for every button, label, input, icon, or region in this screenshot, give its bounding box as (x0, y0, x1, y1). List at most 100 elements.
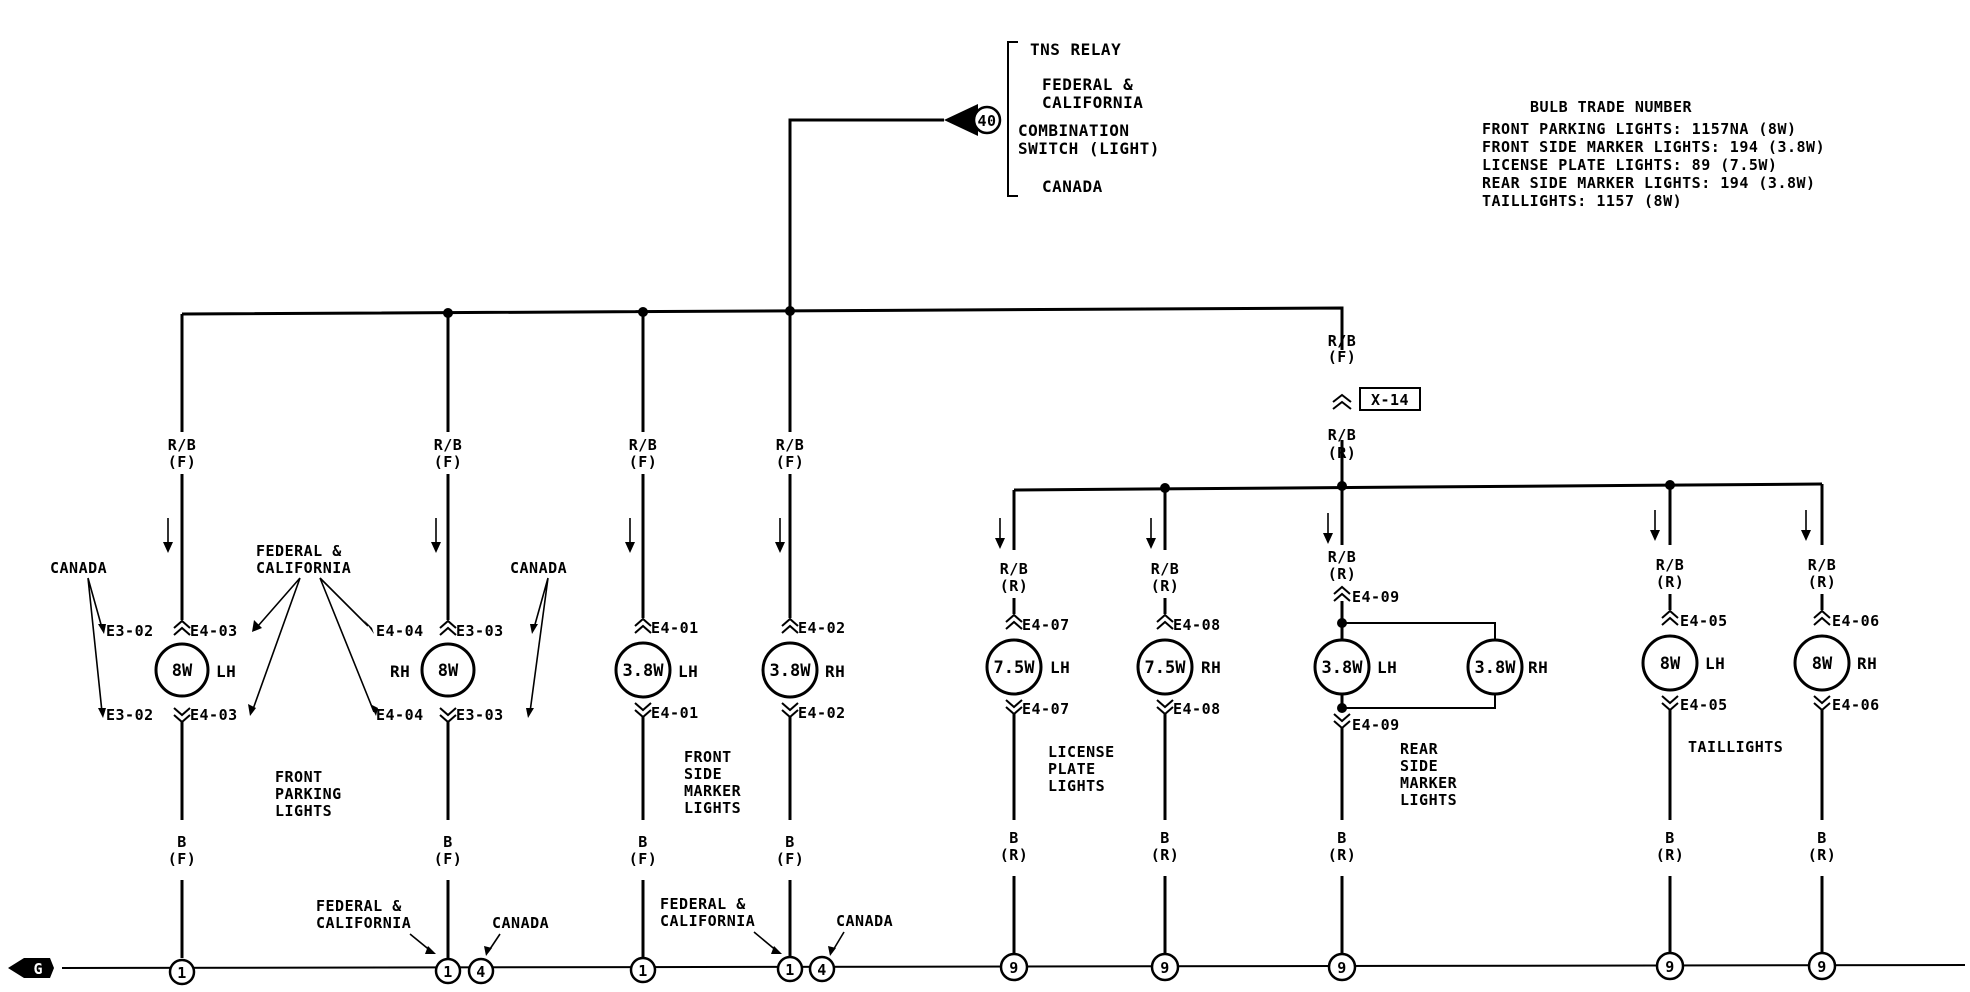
ground-point-label: 9 (1665, 958, 1675, 976)
bulb-rating: 3.8W (1475, 658, 1517, 678)
wire-location-label: (R) (1808, 846, 1837, 864)
front-side-marker-label: FRONT SIDE MARKER LIGHTS (684, 748, 741, 817)
bulb-side: LH (1705, 654, 1725, 673)
wire-location-label: (R) (1151, 577, 1180, 595)
ground-point-label: 4 (476, 963, 486, 981)
wire-color-label: R/B (1328, 332, 1357, 350)
ground-point-label: 9 (1337, 959, 1347, 977)
bulb-rating: 7.5W (1145, 658, 1187, 678)
wire-location-label: (R) (1656, 573, 1685, 591)
wire-color-label: B (785, 833, 795, 851)
wire-location-label: (R) (1808, 573, 1837, 591)
wire-color-label: R/B (1328, 426, 1357, 444)
wire-location-label: (R) (1328, 444, 1357, 462)
connector-pin: E4-08 (1173, 616, 1221, 634)
bulb-info-line: REAR SIDE MARKER LIGHTS: 194 (3.8W) (1482, 174, 1816, 192)
wire-location-label: (F) (629, 453, 658, 471)
connector-pin: E4-07 (1022, 700, 1070, 718)
branch-license-plate-rh: R/B (R) E4-08 7.5W RH E4-08 B (R) (1136, 488, 1221, 955)
taillights-label: TAILLIGHTS (1688, 738, 1783, 756)
branch-rear-side-marker: R/B (R) E4-09 3.8W LH 3.8W RH E4-09 B (R… (1313, 486, 1548, 955)
ground-point-label: 9 (1160, 959, 1170, 977)
svg-text:SIDE: SIDE (1400, 757, 1438, 775)
wire-color-label: R/B (434, 436, 463, 454)
bulb-rating: 8W (1660, 654, 1681, 674)
svg-text:LIGHTS: LIGHTS (684, 799, 741, 817)
bulb-rating: 3.8W (1322, 658, 1364, 678)
wire-color-label: R/B (168, 436, 197, 454)
wire-color-label: R/B (1656, 556, 1685, 574)
svg-text:MARKER: MARKER (1400, 774, 1458, 792)
wire-location-label: (R) (1000, 846, 1029, 864)
federal-label-line1: FEDERAL & (256, 542, 342, 560)
bulb-side: LH (678, 662, 698, 681)
connector-pin: E4-06 (1832, 696, 1880, 714)
bulb-info-title: BULB TRADE NUMBER (1530, 98, 1692, 116)
connector-40-circle (972, 105, 1002, 135)
main-bus (181, 118, 1823, 493)
bulb-side: RH (825, 662, 845, 681)
wire-color-label: R/B (776, 436, 805, 454)
svg-text:FEDERAL &: FEDERAL & (316, 897, 402, 915)
ground-point-label: 1 (785, 961, 795, 979)
bulb-info-line: FRONT SIDE MARKER LIGHTS: 194 (3.8W) (1482, 138, 1825, 156)
ground-line: G 1 1 4 1 1 4 9 9 9 9 9 (8, 951, 1966, 986)
wire-location-label: (R) (1151, 846, 1180, 864)
ground-point-label: 1 (638, 962, 648, 980)
svg-text:LIGHTS: LIGHTS (1400, 791, 1457, 809)
bulb-side: LH (1050, 658, 1070, 677)
wire-location-label: (F) (776, 453, 805, 471)
wire-color-label: B (177, 833, 187, 851)
bulb-side: RH (1528, 658, 1548, 677)
bulb-side: LH (216, 662, 236, 681)
wire-color-label: B (1337, 829, 1347, 847)
ground-annotations: FEDERAL & CALIFORNIA CANADA FEDERAL & CA… (316, 895, 893, 956)
connector-x14-label: X-14 (1371, 391, 1409, 409)
connector-pin: E4-04 (376, 706, 424, 724)
wire-color-label: B (1009, 829, 1019, 847)
wire-color-label: R/B (629, 436, 658, 454)
bulb-rating: 8W (438, 661, 459, 681)
bulb-side: LH (1377, 658, 1397, 677)
connector-pin: E4-02 (798, 704, 846, 722)
wire-color-label: R/B (1808, 556, 1837, 574)
front-parking-line2: PARKING (275, 785, 342, 803)
connector-pin: E4-02 (798, 619, 846, 637)
license-plate-label: LICENSE PLATE LIGHTS (1048, 743, 1115, 795)
bulb-rating: 3.8W (623, 661, 665, 681)
wire-location-label: (F) (629, 850, 658, 868)
svg-text:LICENSE: LICENSE (1048, 743, 1115, 761)
bulb-rating: 8W (1812, 654, 1833, 674)
canada-label: CANADA (510, 559, 567, 577)
connector-pin: E3-03 (456, 622, 504, 640)
connector-40-number: 40 (977, 112, 996, 130)
bulb-rating: 3.8W (770, 661, 812, 681)
connector-pin: E4-05 (1680, 696, 1728, 714)
relay-canada-label: CANADA (1042, 177, 1103, 196)
bulb-info-line: TAILLIGHTS: 1157 (8W) (1482, 192, 1682, 210)
bulb-rating: 7.5W (994, 658, 1036, 678)
wire-location-label: (R) (1000, 577, 1029, 595)
connector-pin: E4-08 (1173, 700, 1221, 718)
branch-front-parking-rh: R/B (F) 8W RH E3-03 E4-04 E3-03 E4-04 B … (376, 313, 504, 958)
relay-federal-line2: CALIFORNIA (1042, 93, 1143, 112)
front-parking-line3: LIGHTS (275, 802, 332, 820)
connector-pin: E4-05 (1680, 612, 1728, 630)
ground-point-label: 4 (817, 961, 827, 979)
connector-pin: E3-03 (456, 706, 504, 724)
branch-taillight-rh: R/B (R) E4-06 8W RH E4-06 B (R) (1793, 484, 1880, 955)
connector-pin: E3-02 (106, 706, 154, 724)
connector-pin: E4-04 (376, 622, 424, 640)
wire-location-label: (R) (1328, 846, 1357, 864)
rear-side-marker-label: REAR SIDE MARKER LIGHTS (1400, 740, 1458, 809)
branch-taillight-lh: R/B (R) E4-05 8W LH E4-05 B (R) (1641, 485, 1728, 955)
connector-pin: E4-09 (1352, 588, 1400, 606)
wire-color-label: B (1665, 829, 1675, 847)
junction-x14: R/B (F) X-14 R/B (R) (1328, 332, 1421, 462)
svg-text:CANADA: CANADA (492, 914, 549, 932)
wire-location-label: (R) (1656, 846, 1685, 864)
front-parking-annotations: CANADA FEDERAL & CALIFORNIA CANADA FRONT… (50, 542, 567, 820)
wire-color-label: B (1817, 829, 1827, 847)
wire-color-label: R/B (1000, 560, 1029, 578)
